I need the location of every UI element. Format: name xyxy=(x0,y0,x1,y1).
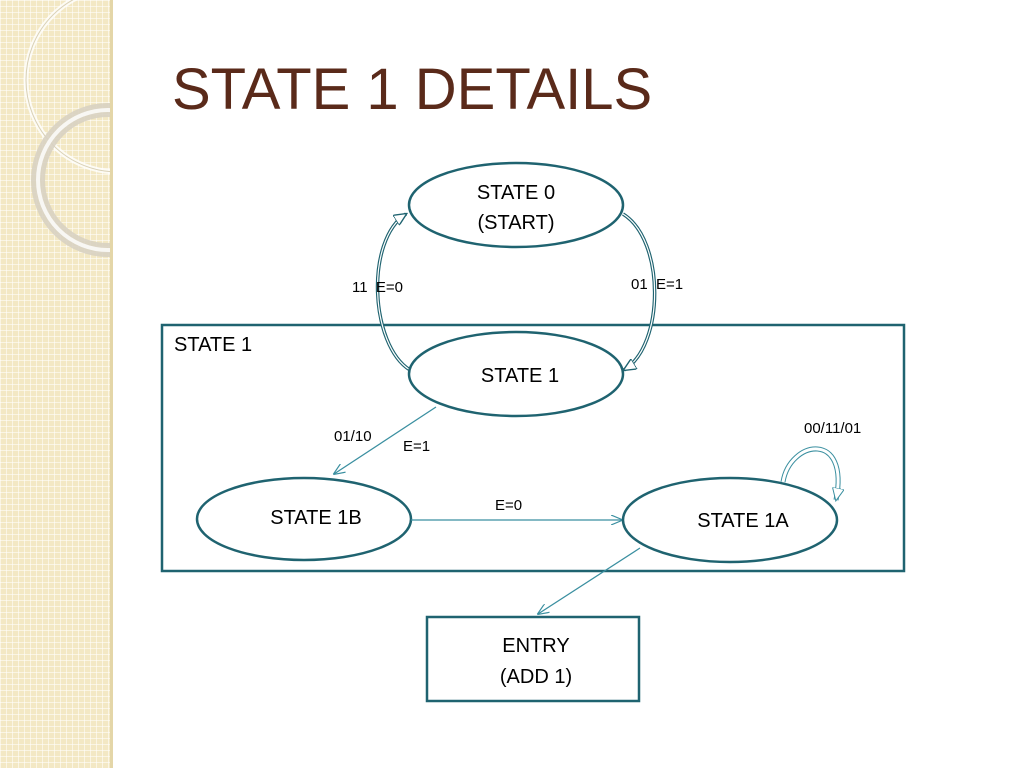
edge-label-s1b-to-s1a: E=0 xyxy=(495,497,522,514)
node-state1-label: STATE 1 xyxy=(481,365,559,387)
edge-s1-to-s1b xyxy=(334,406,437,474)
node-state1a-label: STATE 1A xyxy=(697,510,789,532)
sidebar-edge xyxy=(110,0,113,768)
decorative-sidebar xyxy=(0,0,113,768)
node-state0-line2: (START) xyxy=(477,212,554,234)
edge-label-s1a-self: 00/11/01 xyxy=(804,420,861,437)
edge-label-s1-to-s1b-cond: 01/10 xyxy=(334,428,372,445)
node-state0-line1: STATE 0 xyxy=(477,182,555,204)
state1-container-label: STATE 1 xyxy=(174,334,252,356)
node-state1b-label: STATE 1B xyxy=(270,507,362,529)
node-entry xyxy=(425,615,641,703)
node-entry-line1: ENTRY xyxy=(502,635,569,657)
edge-s1a-self-inner xyxy=(781,447,838,500)
edge-s0-to-s1-inner xyxy=(623,213,656,370)
edge-s1a-to-entry xyxy=(538,547,641,614)
node-entry-line2: (ADD 1) xyxy=(500,666,572,688)
edge-label-s1-to-s0: 11 E=0 xyxy=(352,279,403,296)
node-state1 xyxy=(407,330,625,418)
edge-label-s0-to-s1: 01 E=1 xyxy=(631,276,683,293)
edge-label-s1-to-s1b-e: E=1 xyxy=(403,438,430,455)
node-state0 xyxy=(407,161,625,249)
edge-s1-to-s0-inner xyxy=(376,214,411,371)
node-state1a xyxy=(621,476,839,564)
decorative-circles xyxy=(23,0,113,257)
node-state1b xyxy=(195,476,413,562)
slide-title: STATE 1 DETAILS xyxy=(172,57,653,122)
state1-container xyxy=(160,323,906,573)
